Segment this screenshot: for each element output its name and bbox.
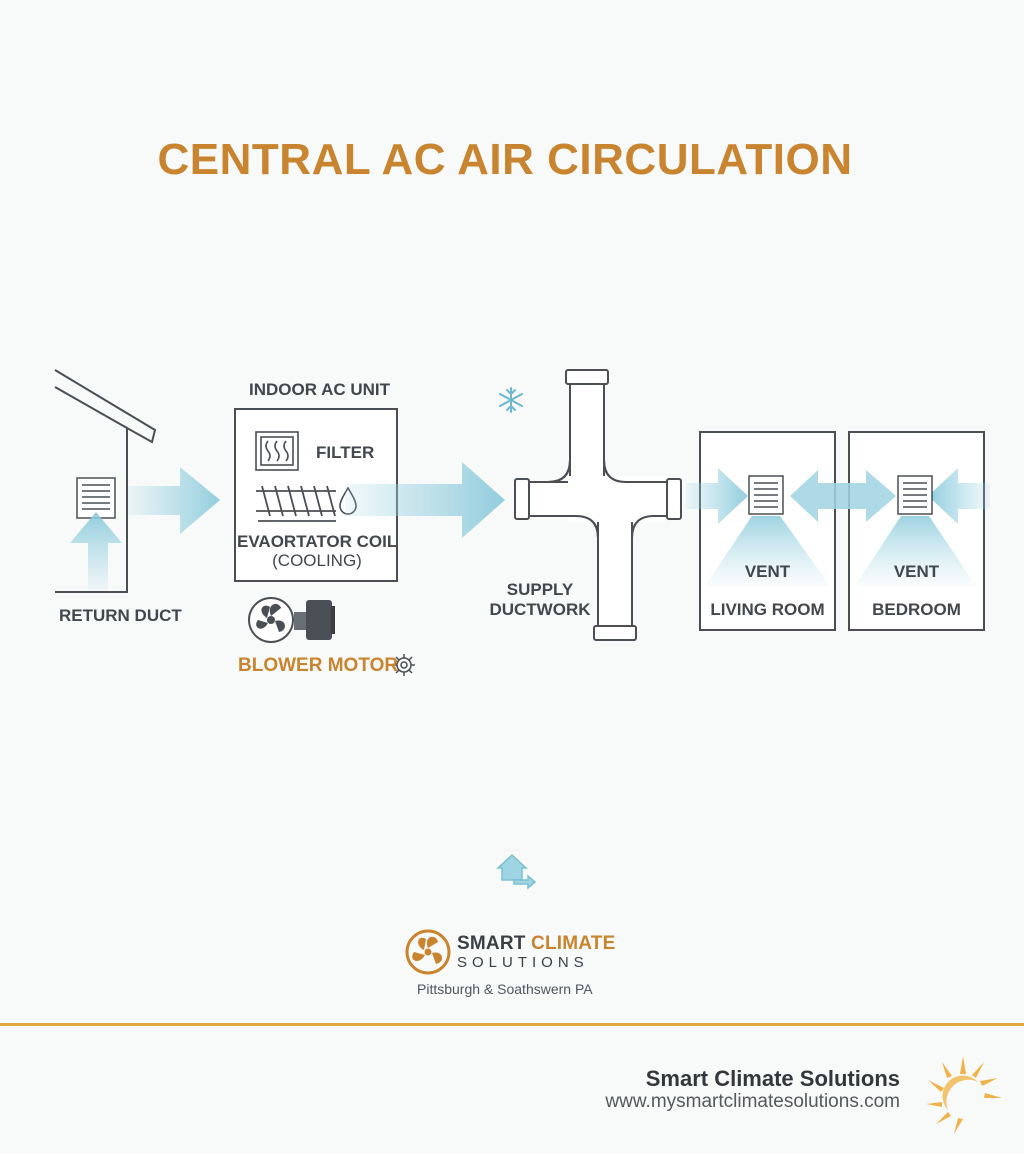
airflow-arrow-5 — [928, 468, 990, 524]
bedroom-label: BEDROOM — [872, 600, 961, 619]
brand-name-part1: SMART — [457, 933, 532, 954]
footer-divider — [0, 1023, 1024, 1026]
ac-circulation-diagram — [54, 369, 990, 975]
footer-url[interactable]: www.mysmartclimatesolutions.com — [605, 1091, 900, 1112]
living-vent-grille — [748, 475, 784, 515]
coil-label-line2: (COOLING) — [272, 551, 362, 570]
coil-label-line1: EVAORTATOR COIL — [237, 532, 398, 551]
airflow-arrow-1 — [128, 467, 220, 534]
house-outline — [54, 369, 157, 593]
return-duct-label: RETURN DUCT — [59, 606, 182, 625]
airflow-arrow-2 — [345, 462, 505, 538]
airflow-arrow-4 — [790, 470, 896, 522]
return-airflow-arrow — [70, 512, 122, 590]
filter-label: FILTER — [316, 443, 375, 462]
indoor-unit-label: INDOOR AC UNIT — [249, 380, 391, 399]
supply-label-line2: DUCTWORK — [489, 600, 591, 619]
brand-subtitle: SOLUTIONS — [457, 954, 589, 971]
blower-motor-icon — [294, 600, 335, 640]
living-vent-cone — [705, 516, 830, 586]
house-arrow-icon — [496, 853, 537, 890]
living-room-label: LIVING ROOM — [710, 600, 825, 619]
footer-company: Smart Climate Solutions — [645, 1066, 900, 1091]
brand-region: Pittsburgh & Soathswern PA — [417, 981, 593, 997]
filter-icon — [255, 431, 299, 471]
evaporator-coil-icon — [256, 485, 336, 522]
fan-icon — [248, 597, 294, 643]
gear-icon — [393, 654, 415, 676]
supply-label-line1: SUPPLY — [506, 580, 574, 599]
airflow-arrow-3 — [686, 468, 748, 524]
living-vent-label: VENT — [744, 562, 791, 581]
fan-logo-icon — [405, 929, 451, 975]
brand-name: SMART CLIMATE — [457, 933, 615, 955]
return-grille — [76, 477, 116, 519]
page-title: CENTRAL AC AIR CIRCULATION — [157, 135, 853, 184]
bedroom-vent-label: VENT — [893, 562, 940, 581]
bedroom-vent-grille — [897, 475, 933, 515]
sun-logo-icon — [926, 1056, 1002, 1134]
brand-name-part2: CLIMATE — [531, 933, 616, 954]
snowflake-icon — [499, 387, 523, 413]
bedroom-vent-cone — [855, 516, 976, 586]
blower-motor-label: BLOWER MOTOR — [238, 655, 399, 676]
